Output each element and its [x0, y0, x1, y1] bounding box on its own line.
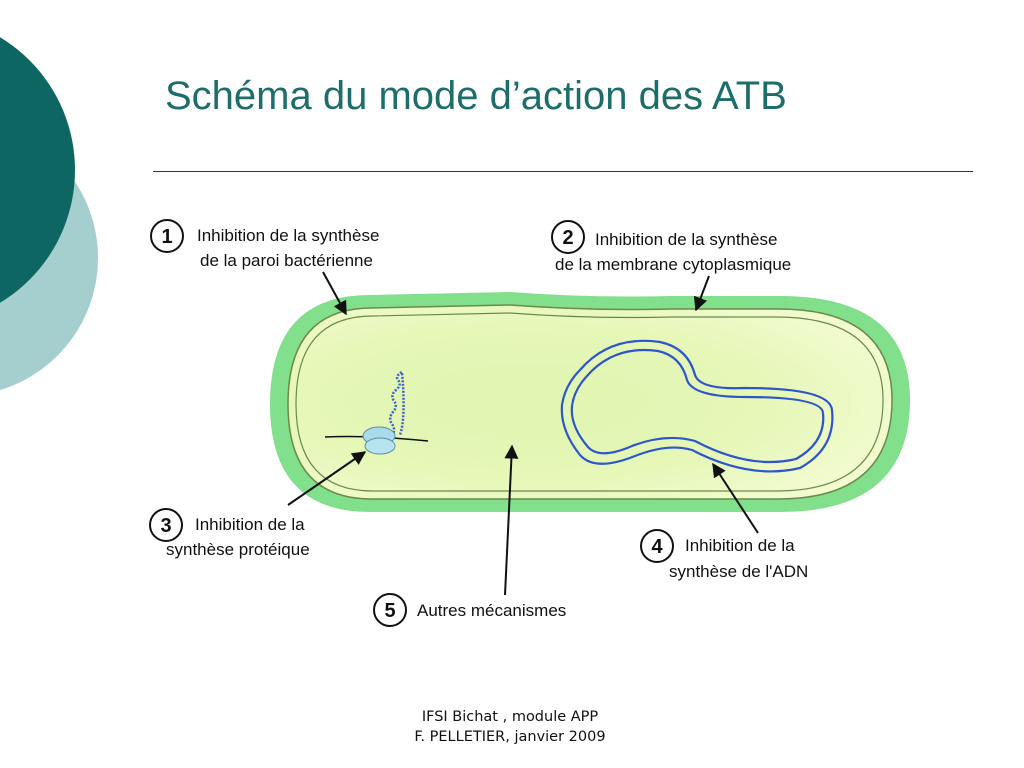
label-3-line-1: Inhibition de la: [195, 515, 305, 534]
footer-line-1: IFSI Bichat , module APP: [421, 709, 599, 725]
label-2-number-circle: [551, 220, 585, 254]
label-4-line-2: synthèse de l'ADN: [669, 562, 808, 581]
arrow-3: [287, 451, 367, 506]
dark-teal-circle: [0, 37, 75, 303]
arrow-5: [504, 444, 519, 596]
label-2-line-1: Inhibition de la synthèse: [595, 230, 777, 249]
cytoplasm: [287, 304, 893, 500]
label-5-number: 5: [384, 600, 395, 622]
dna-loop-inner: [570, 348, 825, 464]
label-1-line-1: Inhibition de la synthèse: [197, 226, 379, 245]
label-5-line-1: Autres mécanismes: [417, 601, 566, 620]
bacteria-diagram: 1 Inhibition de la synthèse de la paroi …: [149, 219, 910, 627]
arrow-4: [712, 462, 759, 534]
label-4-line-1: Inhibition de la: [685, 536, 795, 555]
ribosome-small-subunit: [364, 437, 396, 455]
label-3-line-2: synthèse protéique: [166, 540, 310, 559]
slide-title: Schéma du mode d’action des ATB: [165, 74, 787, 118]
label-5-number-circle: [373, 593, 407, 627]
label-3-number: 3: [160, 515, 171, 537]
label-2-line-2: de la membrane cytoplasmique: [555, 255, 791, 274]
footer-line-2: F. PELLETIER, janvier 2009: [414, 729, 606, 745]
arrow-2: [693, 275, 710, 312]
nascent-peptide: [389, 369, 405, 437]
label-1-number: 1: [161, 226, 172, 248]
dna-loop-outer: [560, 339, 834, 473]
title-divider: [153, 171, 973, 172]
label-3-number-circle: [149, 508, 183, 542]
label-2-number: 2: [562, 227, 573, 249]
label-1-number-circle: [150, 219, 184, 253]
label-4-number: 4: [651, 536, 663, 558]
label-1-line-2: de la paroi bactérienne: [200, 251, 373, 270]
cytoplasmic-membrane: [295, 312, 884, 492]
arrow-1: [322, 271, 347, 316]
decorative-circles: [0, 37, 98, 391]
label-4-number-circle: [640, 529, 674, 563]
slide-footer: IFSI Bichat , module APP F. PELLETIER, j…: [270, 707, 750, 747]
